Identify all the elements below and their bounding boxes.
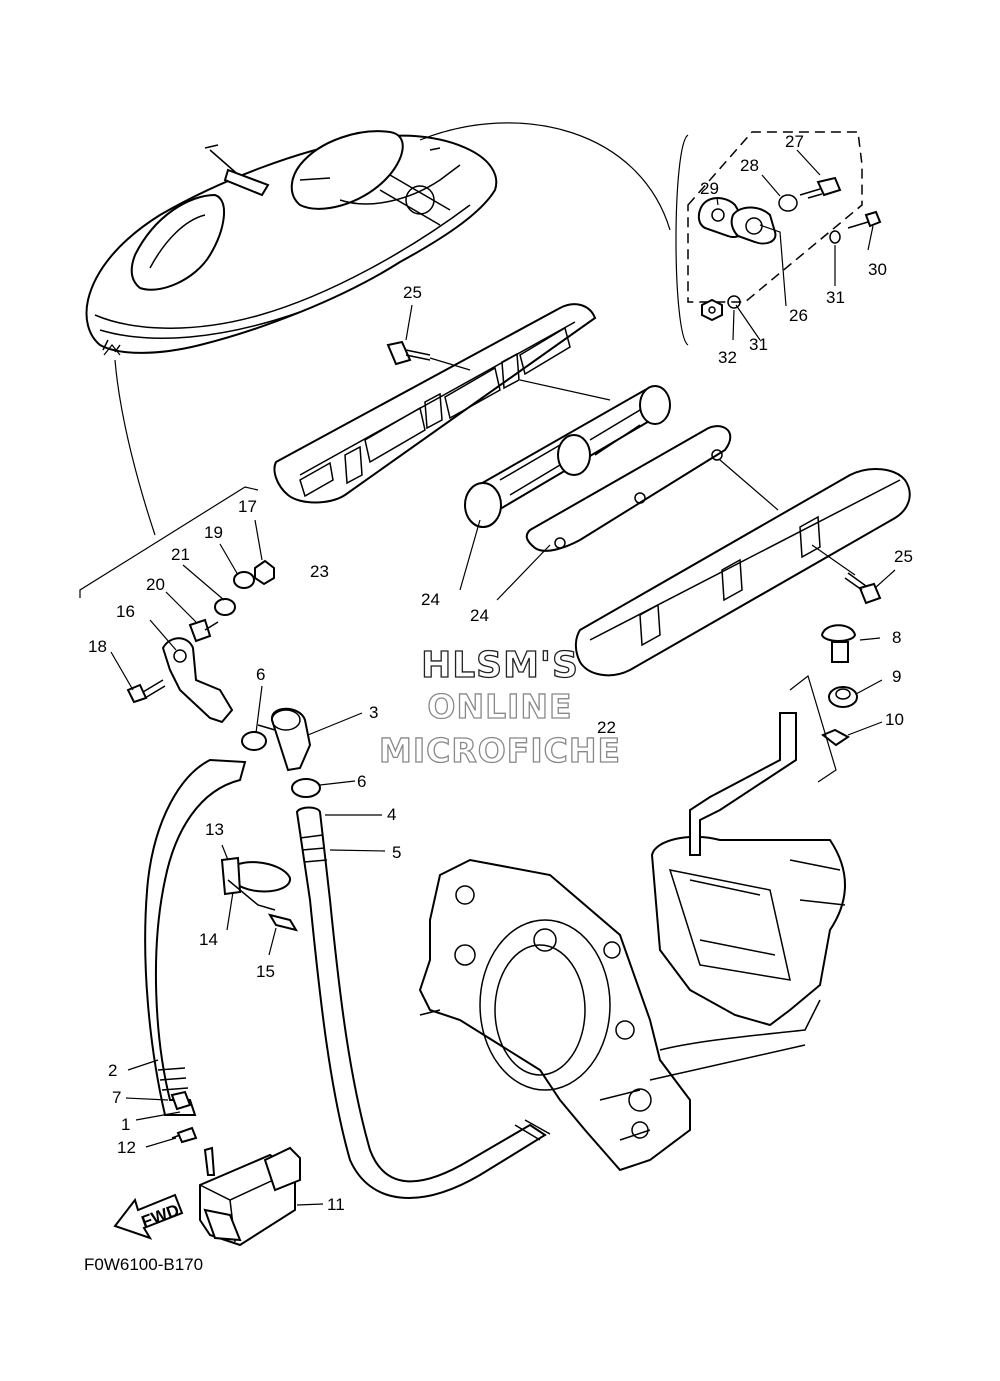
callout-9: 9 — [892, 667, 901, 686]
callout-23: 23 — [310, 562, 329, 581]
callouts: 1 2 3 4 5 6 6 7 8 9 10 11 12 13 14 15 16… — [88, 132, 913, 1214]
unit-11 — [125, 1059, 324, 1247]
callout-30: 30 — [868, 260, 887, 279]
diagram-code: F0W6100-B170 — [84, 1255, 203, 1274]
clamp-13 — [220, 844, 299, 956]
callout-15: 15 — [256, 962, 275, 981]
callout-18: 18 — [88, 637, 107, 656]
callout-20: 20 — [146, 575, 165, 594]
fwd-label: FWD — [139, 1200, 182, 1231]
intake-grate — [273, 303, 611, 504]
callout-1: 1 — [121, 1115, 130, 1134]
callout-12: 12 — [117, 1138, 136, 1157]
bracket-16 — [79, 486, 275, 724]
callout-6-top: 6 — [256, 665, 265, 684]
drain-plug — [789, 624, 883, 783]
hose-2 — [144, 758, 247, 1116]
callout-28: 28 — [740, 156, 759, 175]
bolt-25-right — [844, 569, 896, 605]
watermark-line2: ONLINE — [427, 687, 572, 726]
callout-19: 19 — [204, 523, 223, 542]
callout-25-top: 25 — [403, 283, 422, 302]
callout-25-right: 25 — [894, 547, 913, 566]
callout-29: 29 — [700, 179, 719, 198]
callout-26: 26 — [789, 306, 808, 325]
callout-16: 16 — [116, 602, 135, 621]
watercraft-illustration — [85, 130, 498, 354]
callout-5: 5 — [392, 843, 401, 862]
callout-21: 21 — [171, 545, 190, 564]
callout-32: 32 — [718, 348, 737, 367]
callout-24-right: 24 — [470, 606, 489, 625]
watermark: HLSM'S ONLINE MICROFICHE — [378, 644, 621, 770]
callout-11: 11 — [327, 1195, 345, 1214]
watermark-line1: HLSM'S — [421, 645, 579, 686]
forward-arrow: FWD — [113, 1193, 184, 1240]
callout-2: 2 — [108, 1061, 117, 1080]
callout-24-left: 24 — [421, 590, 440, 609]
callout-7: 7 — [112, 1088, 121, 1107]
callout-4: 4 — [387, 805, 396, 824]
callout-8: 8 — [892, 628, 901, 647]
callout-31-bottom: 31 — [749, 335, 768, 354]
callout-27: 27 — [785, 132, 804, 151]
ride-plate — [574, 468, 911, 677]
fitting-3 — [241, 685, 386, 852]
detail-box — [675, 131, 882, 346]
callout-22: 22 — [597, 718, 616, 737]
roller-assembly — [459, 385, 779, 601]
callout-3: 3 — [369, 703, 378, 722]
callout-10: 10 — [885, 710, 904, 729]
callout-31-right: 31 — [826, 288, 845, 307]
callout-13: 13 — [205, 820, 224, 839]
callout-14: 14 — [199, 930, 218, 949]
callout-6-bottom: 6 — [357, 772, 366, 791]
bolt-25-top — [386, 304, 471, 371]
watermark-line3: MICROFICHE — [379, 731, 621, 770]
pump-housing — [418, 712, 846, 1172]
callout-17: 17 — [238, 497, 257, 516]
hose-4-5 — [295, 806, 551, 1199]
